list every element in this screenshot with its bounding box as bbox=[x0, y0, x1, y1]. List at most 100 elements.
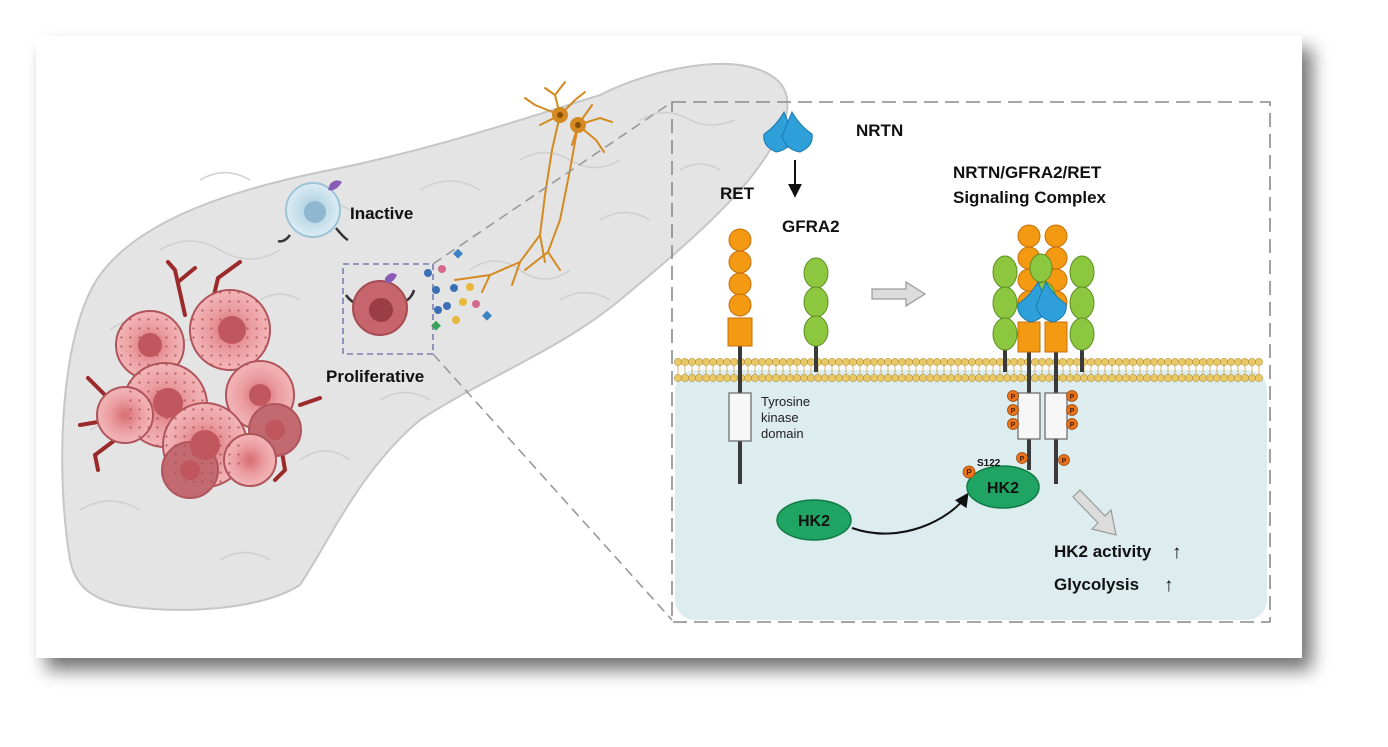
phospho-site-icon bbox=[1066, 390, 1078, 402]
complex-label-1: NRTN/GFRA2/RET bbox=[953, 163, 1102, 182]
lipid-head bbox=[1234, 358, 1242, 366]
lipid-head bbox=[989, 358, 997, 366]
ret-receptor bbox=[727, 228, 753, 442]
tk-label-2: kinase bbox=[761, 410, 799, 425]
hk2-cytosolic: HK2 bbox=[776, 499, 852, 541]
lipid-head bbox=[821, 374, 829, 382]
lipid-head bbox=[1080, 374, 1088, 382]
lipid-head bbox=[975, 374, 983, 382]
lipid-head bbox=[1150, 358, 1158, 366]
hk2-activity-label: HK2 activity bbox=[1054, 542, 1152, 561]
tk-label-3: domain bbox=[761, 426, 804, 441]
lipid-head bbox=[1227, 358, 1235, 366]
lipid-head bbox=[926, 374, 934, 382]
lipid-head bbox=[1045, 358, 1053, 366]
lipid-head bbox=[1185, 374, 1193, 382]
lipid-head bbox=[758, 374, 766, 382]
lipid-head bbox=[968, 358, 976, 366]
lipid-head bbox=[1136, 358, 1144, 366]
lipid-head bbox=[681, 374, 689, 382]
lipid-head bbox=[786, 374, 794, 382]
lipid-head bbox=[751, 374, 759, 382]
hk2-activity-up-arrow: ↑ bbox=[1172, 542, 1182, 563]
lipid-head bbox=[1255, 358, 1263, 366]
lipid-head bbox=[877, 358, 885, 366]
zoom-line-bottom bbox=[432, 353, 673, 621]
lipid-head bbox=[807, 374, 815, 382]
lipid-head bbox=[779, 358, 787, 366]
glycolysis-label: Glycolysis bbox=[1054, 575, 1139, 594]
lipid-head bbox=[1038, 374, 1046, 382]
lipid-head bbox=[842, 374, 850, 382]
lipid-head bbox=[730, 358, 738, 366]
tumor-cluster bbox=[96, 289, 302, 499]
lipid-head bbox=[884, 374, 892, 382]
phospho-label: P bbox=[1070, 394, 1075, 401]
phospho-site-icon bbox=[1066, 404, 1078, 416]
complex-label-2: Signaling Complex bbox=[953, 188, 1107, 207]
lipid-head bbox=[1220, 358, 1228, 366]
lipid-head bbox=[1129, 374, 1137, 382]
lipid-head bbox=[1059, 358, 1067, 366]
lipid-head bbox=[898, 374, 906, 382]
zoom-source-box bbox=[342, 263, 434, 355]
lipid-head bbox=[1171, 374, 1179, 382]
proliferative-label: Proliferative bbox=[326, 367, 424, 386]
lipid-head bbox=[1178, 358, 1186, 366]
lipid-head bbox=[940, 374, 948, 382]
lipid-head bbox=[842, 358, 850, 366]
lipid-head bbox=[982, 358, 990, 366]
lipid-head bbox=[828, 358, 836, 366]
lipid-head bbox=[716, 358, 724, 366]
lipid-head bbox=[1248, 374, 1256, 382]
lipid-head bbox=[1045, 374, 1053, 382]
lipid-head bbox=[891, 358, 899, 366]
lipid-head bbox=[1143, 374, 1151, 382]
lipid-head bbox=[989, 374, 997, 382]
hk2-phospho-label: P bbox=[966, 468, 972, 477]
lipid-head bbox=[1003, 374, 1011, 382]
lipid-head bbox=[1066, 358, 1074, 366]
lipid-head bbox=[919, 358, 927, 366]
lipid-head bbox=[954, 374, 962, 382]
lipid-head bbox=[1101, 374, 1109, 382]
lipid-head bbox=[870, 358, 878, 366]
outcome-arrow bbox=[1072, 489, 1117, 536]
lipid-head bbox=[1220, 374, 1228, 382]
lipid-head bbox=[947, 374, 955, 382]
gfra2-receptor bbox=[803, 257, 829, 347]
nrtn-dimer-icon bbox=[763, 110, 813, 153]
lipid-head bbox=[695, 374, 703, 382]
lipid-head bbox=[1115, 358, 1123, 366]
lipid-head bbox=[688, 358, 696, 366]
lipid-head bbox=[863, 358, 871, 366]
lipid-head bbox=[919, 374, 927, 382]
secreted-factors bbox=[424, 248, 492, 331]
lipid-head bbox=[1164, 358, 1172, 366]
lipid-head bbox=[807, 358, 815, 366]
lipid-head bbox=[891, 374, 899, 382]
lipid-head bbox=[1087, 358, 1095, 366]
lipid-head bbox=[695, 358, 703, 366]
lipid-head bbox=[870, 374, 878, 382]
lipid-head bbox=[1227, 374, 1235, 382]
lipid-head bbox=[912, 374, 920, 382]
lipid-head bbox=[730, 374, 738, 382]
lipid-head bbox=[800, 374, 808, 382]
lipid-head bbox=[709, 358, 717, 366]
lipid-head bbox=[786, 358, 794, 366]
lipid-head bbox=[1136, 374, 1144, 382]
lipid-head bbox=[1192, 374, 1200, 382]
phospho-label: P bbox=[1020, 456, 1025, 463]
hk2-label-bound: HK2 bbox=[987, 480, 1019, 497]
lipid-head bbox=[821, 358, 829, 366]
lipid-head bbox=[674, 374, 682, 382]
lipid-head bbox=[688, 374, 696, 382]
lipid-head bbox=[751, 358, 759, 366]
lipid-head bbox=[1199, 358, 1207, 366]
lipid-head bbox=[856, 358, 864, 366]
zoom-panel bbox=[671, 101, 1271, 623]
lipid-head bbox=[723, 374, 731, 382]
